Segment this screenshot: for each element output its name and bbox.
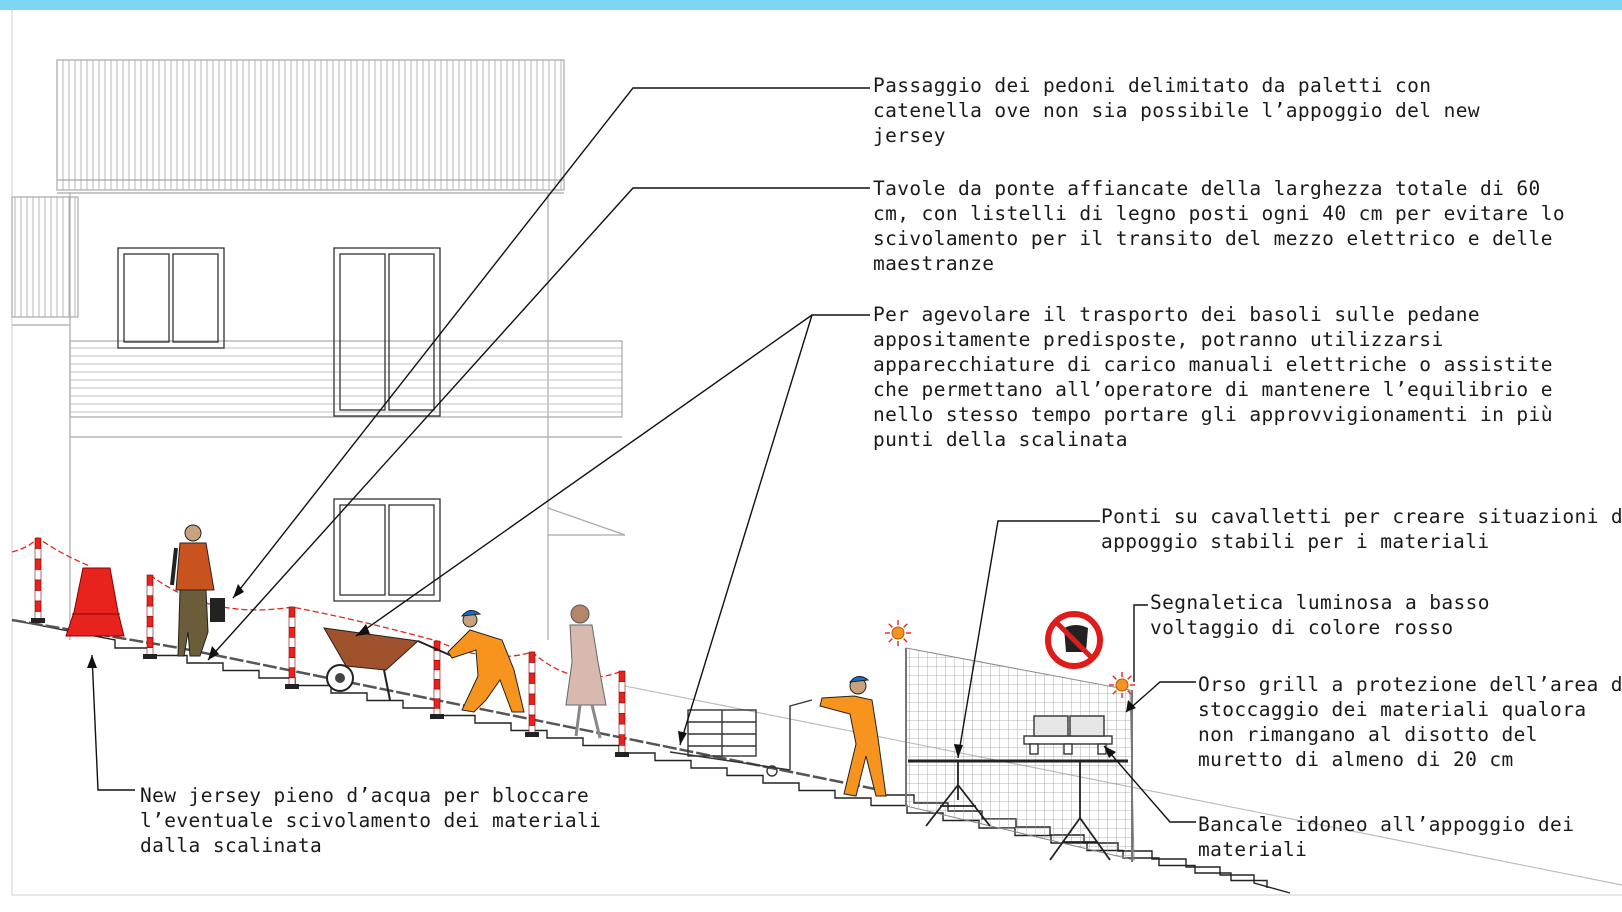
warning-light-icon [885,620,1135,698]
note-grill: Orso grill a protezione dell’area di sto… [1198,673,1622,771]
warning-light-icon [885,620,911,646]
note-pedestrian-passage: Passaggio dei pedoni delimitato da palet… [873,74,1480,147]
note-pallet: Bancale idoneo all’appoggio dei material… [1198,813,1575,861]
barrier-post [525,651,539,737]
new-jersey-barrier [65,567,125,637]
no-hand-sign-icon [1045,611,1103,669]
leader-arrowheads [87,584,1136,758]
top-bar [0,0,1622,10]
worker-with-trolley [669,676,887,797]
pedestrian-man [170,524,225,657]
worker-with-wheelbarrow [323,610,525,713]
note-transport: Per agevolare il trasporto dei basoli su… [873,303,1553,451]
pedestrian-woman [565,604,607,739]
barrier-post [615,670,629,757]
annotation-leaders [91,87,1196,823]
post-and-chain-barrier [11,537,629,757]
note-new-jersey: New jersey pieno d’acqua per bloccare l’… [140,784,602,857]
barrier-post [31,537,45,623]
barrier-post [285,606,299,689]
note-boards: Tavole da ponte affiancate della larghez… [873,177,1565,275]
note-signals: Segnaletica luminosa a basso voltaggio d… [1150,591,1490,639]
orso-grill-mesh [905,647,1135,862]
trestle-bridge [908,759,1128,861]
building [11,59,626,640]
note-trestles: Ponti su cavalletti per creare situazion… [1101,505,1622,553]
windows [117,247,441,602]
barrier-post [143,574,157,659]
barrier-post [430,640,444,719]
warning-light-icon [1109,672,1135,698]
pallet-with-materials [1023,715,1113,755]
